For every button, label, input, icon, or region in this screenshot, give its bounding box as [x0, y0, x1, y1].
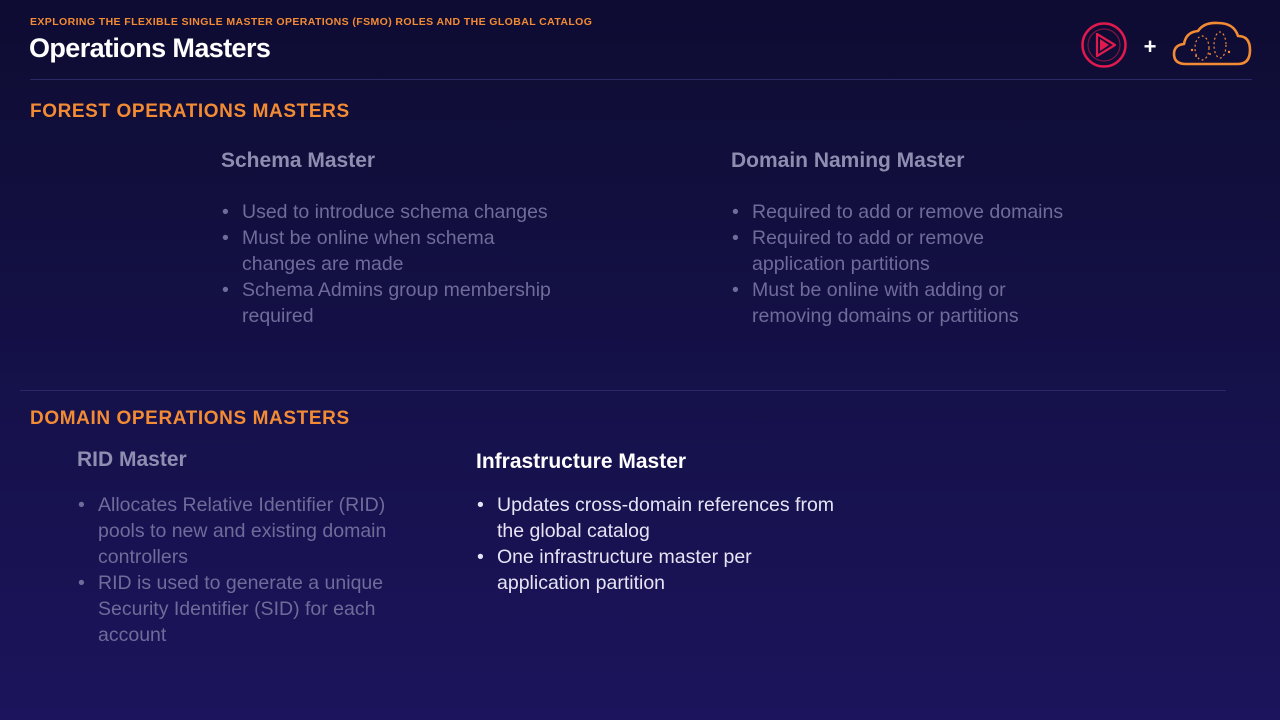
list-item: One infrastructure master per applicatio…	[476, 544, 846, 596]
list-item: Required to add or remove domains	[731, 199, 1076, 225]
forest-section-heading: FOREST OPERATIONS MASTERS	[30, 101, 350, 122]
slide-eyebrow: EXPLORING THE FLEXIBLE SINGLE MASTER OPE…	[30, 16, 593, 28]
partner-logos: +	[1081, 21, 1252, 68]
list-item: Must be online when schema changes are m…	[221, 225, 551, 277]
list-item: Used to introduce schema changes	[221, 199, 551, 225]
schema-master-title: Schema Master	[221, 149, 376, 172]
rid-master-title: RID Master	[77, 448, 187, 471]
list-item: Schema Admins group membership required	[221, 277, 551, 329]
section-divider	[20, 390, 1226, 391]
infrastructure-master-title: Infrastructure Master	[476, 450, 687, 473]
list-item: Required to add or remove application pa…	[731, 225, 1076, 277]
rid-master-column: RID Master Allocates Relative Identifier…	[77, 448, 437, 648]
slide-title: Operations Masters	[29, 33, 271, 63]
domain-naming-master-column: Domain Naming Master Required to add or …	[731, 149, 1076, 329]
play-logo-icon	[1081, 22, 1127, 68]
infrastructure-master-column: Infrastructure Master Updates cross-doma…	[476, 450, 846, 596]
schema-master-column: Schema Master Used to introduce schema c…	[221, 149, 551, 329]
cloud-logo-icon	[1172, 21, 1252, 66]
domain-naming-master-title: Domain Naming Master	[731, 149, 965, 172]
domain-section-heading: DOMAIN OPERATIONS MASTERS	[30, 408, 350, 429]
list-item: Updates cross-domain references from the…	[476, 492, 846, 544]
header-divider	[30, 79, 1252, 80]
list-item: Must be online with adding or removing d…	[731, 277, 1076, 329]
plus-icon: +	[1144, 34, 1157, 59]
list-item: RID is used to generate a unique Securit…	[77, 570, 437, 648]
list-item: Allocates Relative Identifier (RID) pool…	[77, 492, 437, 570]
